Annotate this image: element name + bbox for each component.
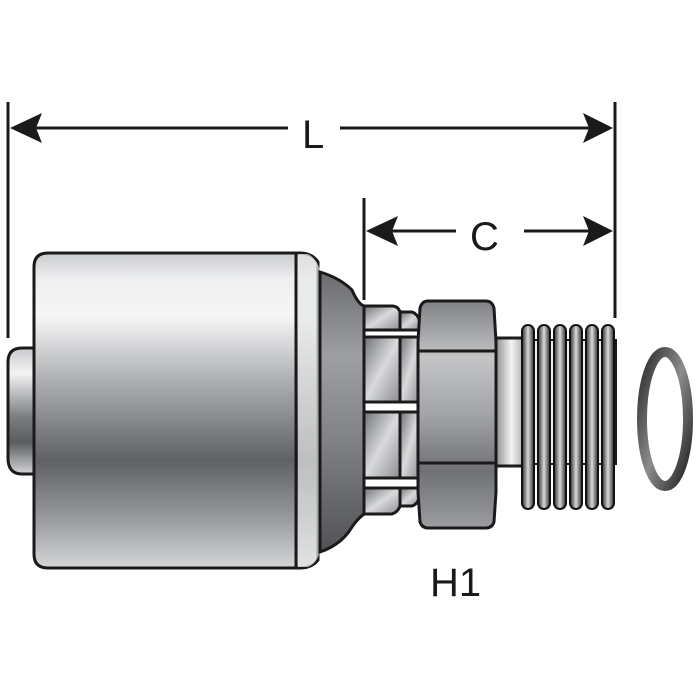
o-ring [637,347,693,491]
threads [521,324,615,510]
hex-collar [362,304,422,516]
neck [318,269,366,555]
arrow-c-left-icon [366,216,398,246]
arrow-c-right-icon [583,216,613,246]
hose-stub [6,346,36,476]
arrow-right-icon [583,113,613,143]
hex-nut [416,299,498,530]
ferrule [32,251,320,570]
dimension-l: L [6,102,617,338]
dimension-c: C [362,198,613,300]
threaded-end [521,324,617,510]
dimension-label-l: L [302,113,324,157]
dimension-label-c: C [470,215,499,259]
part-label-h1: H1 [430,561,481,605]
arrow-left-icon [10,113,42,143]
